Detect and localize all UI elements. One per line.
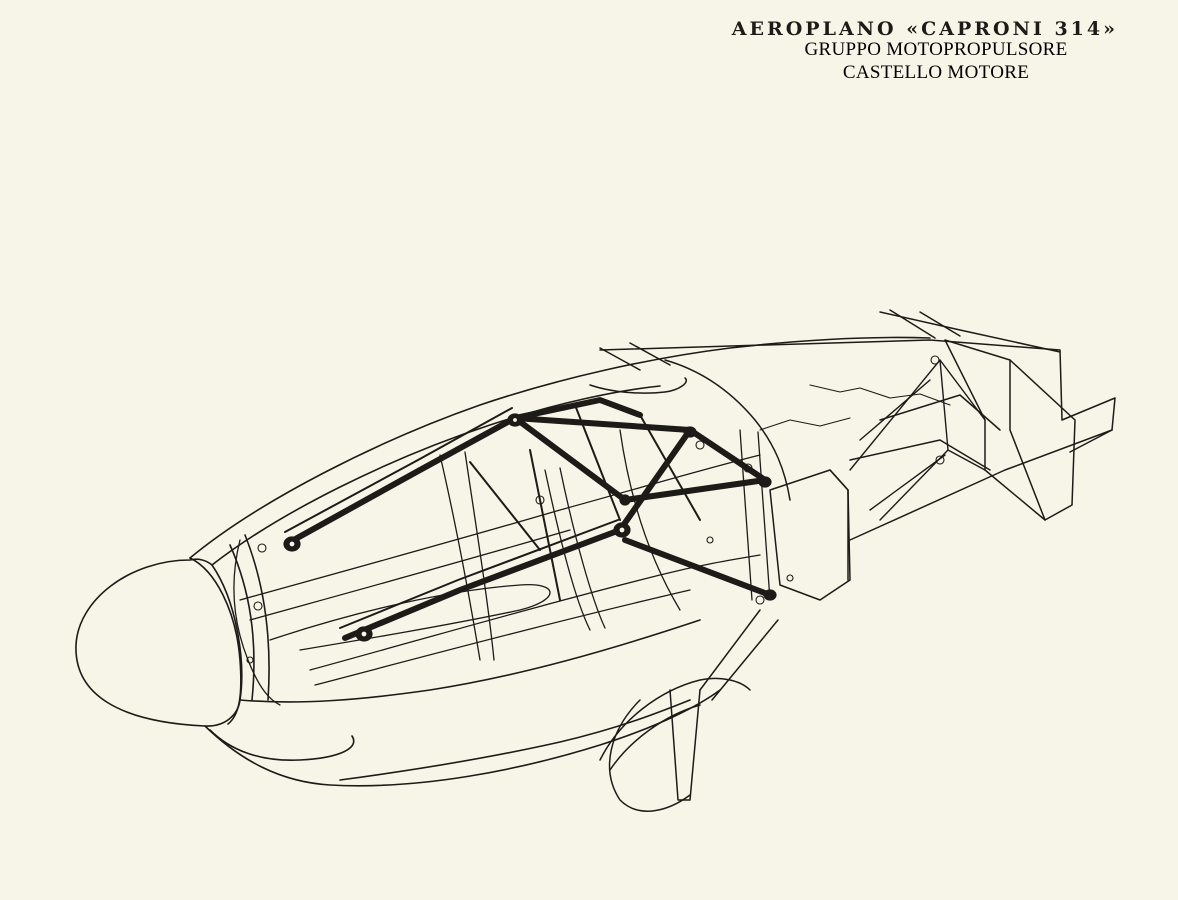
frame-ring-2 [440,455,480,660]
frame-ring-5b [758,432,770,600]
joint-node [620,495,630,505]
brace-thin-1 [470,462,540,550]
upper-cowling [190,337,930,558]
frame-ring-3b [560,468,605,628]
wing-rib-1 [880,395,1000,430]
wing-rib-2 [850,440,990,470]
cowling-frames [234,430,770,705]
upper-longeron [290,418,515,542]
cowl-lip-2 [245,535,269,700]
belly-line [340,700,690,780]
firewall-block-front [770,470,850,600]
side-rail-4 [315,590,690,685]
frame-ring-4 [620,430,680,610]
rear-cross-member [625,480,765,500]
rear-lower-member [625,540,770,595]
wing-leading [880,312,1060,352]
gear-door-2 [610,705,700,770]
lower-scoop [210,730,354,760]
upper-longeron-edge [285,408,512,532]
side-rail-3 [310,555,760,670]
brace-thin-2 [530,450,560,600]
wheel-arc [610,700,690,811]
drawing-title: AEROPLANO «CAPRONI 314» [731,18,1118,40]
side-rail-2 [250,530,570,620]
spar-block-edge [1010,360,1045,520]
cutaway-edge [810,385,950,405]
lower-cowling-panel [240,620,700,702]
spinner-ring [190,558,241,724]
joint-rear-upper [684,427,696,437]
landing-gear [600,610,778,811]
frame-ring-3 [545,470,590,630]
wing-section [590,310,1115,600]
lower-cowling [205,690,720,786]
top-brace [515,400,640,418]
frame-ring-5 [740,430,752,600]
brace-thin-3 [575,405,620,520]
cutaway-edge-2 [760,418,850,430]
side-rail-1 [240,455,760,600]
diagonal-lower [620,430,690,530]
nacelle-outline [76,337,930,785]
cowl-top-flap [590,378,686,393]
frame-ring-2b [465,452,494,660]
joint-rear-lower [764,590,776,600]
joint-rear-mid [759,477,771,487]
lower-longeron-edge [340,520,618,628]
drawing-subtitle: GRUPPO MOTOPROPULSORE CASTELLO MOTORE [756,38,1116,84]
engine-mount-truss [284,400,776,641]
rear-fairing [665,360,790,500]
gear-door [600,678,750,760]
brace-thin-4 [640,415,700,520]
rear-truss [850,360,985,520]
frame-ring-1 [234,540,280,705]
upper-cowling-inner [212,386,660,565]
spar-block-front [945,340,1075,520]
subtitle-line-2: CASTELLO MOTORE [842,62,1030,83]
wing-upper-edge [600,340,1115,452]
subtitle-line-1: GRUPPO MOTOPROPULSORE [804,39,1068,60]
apex-member [690,430,765,480]
rear-upper-member [515,418,690,430]
gear-strut [700,610,778,700]
fittings [246,355,945,664]
inner-panel [270,585,550,650]
firewall-block-side [830,470,848,580]
lower-longeron [345,530,620,638]
wing-trailing [850,430,1112,540]
